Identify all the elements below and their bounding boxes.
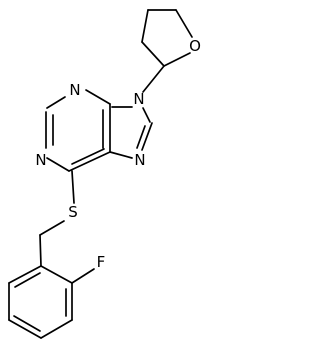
benzene-ring — [8, 265, 73, 339]
atom-label-n9: N — [133, 90, 144, 108]
atom-label-n3: N — [69, 81, 80, 99]
thf-pentagon — [141, 9, 193, 67]
molecule-structure: O N N N N S F — [8, 9, 201, 339]
c-f-bond — [71, 268, 95, 284]
atom-label-ring-oxygen: O — [189, 37, 201, 55]
imidazole-ring — [109, 106, 153, 159]
ch2-benzene-bond — [39, 234, 42, 267]
c6-s-bond — [71, 170, 75, 204]
pyrimidine-ring — [45, 89, 111, 172]
atom-label-sulfur: S — [68, 203, 78, 221]
atom-label-fluorine: F — [97, 253, 106, 271]
atom-label-n7: N — [134, 151, 145, 169]
atom-label-n1: N — [35, 151, 46, 169]
s-ch2-bond — [39, 220, 65, 236]
thf-n9-bond — [142, 65, 165, 93]
